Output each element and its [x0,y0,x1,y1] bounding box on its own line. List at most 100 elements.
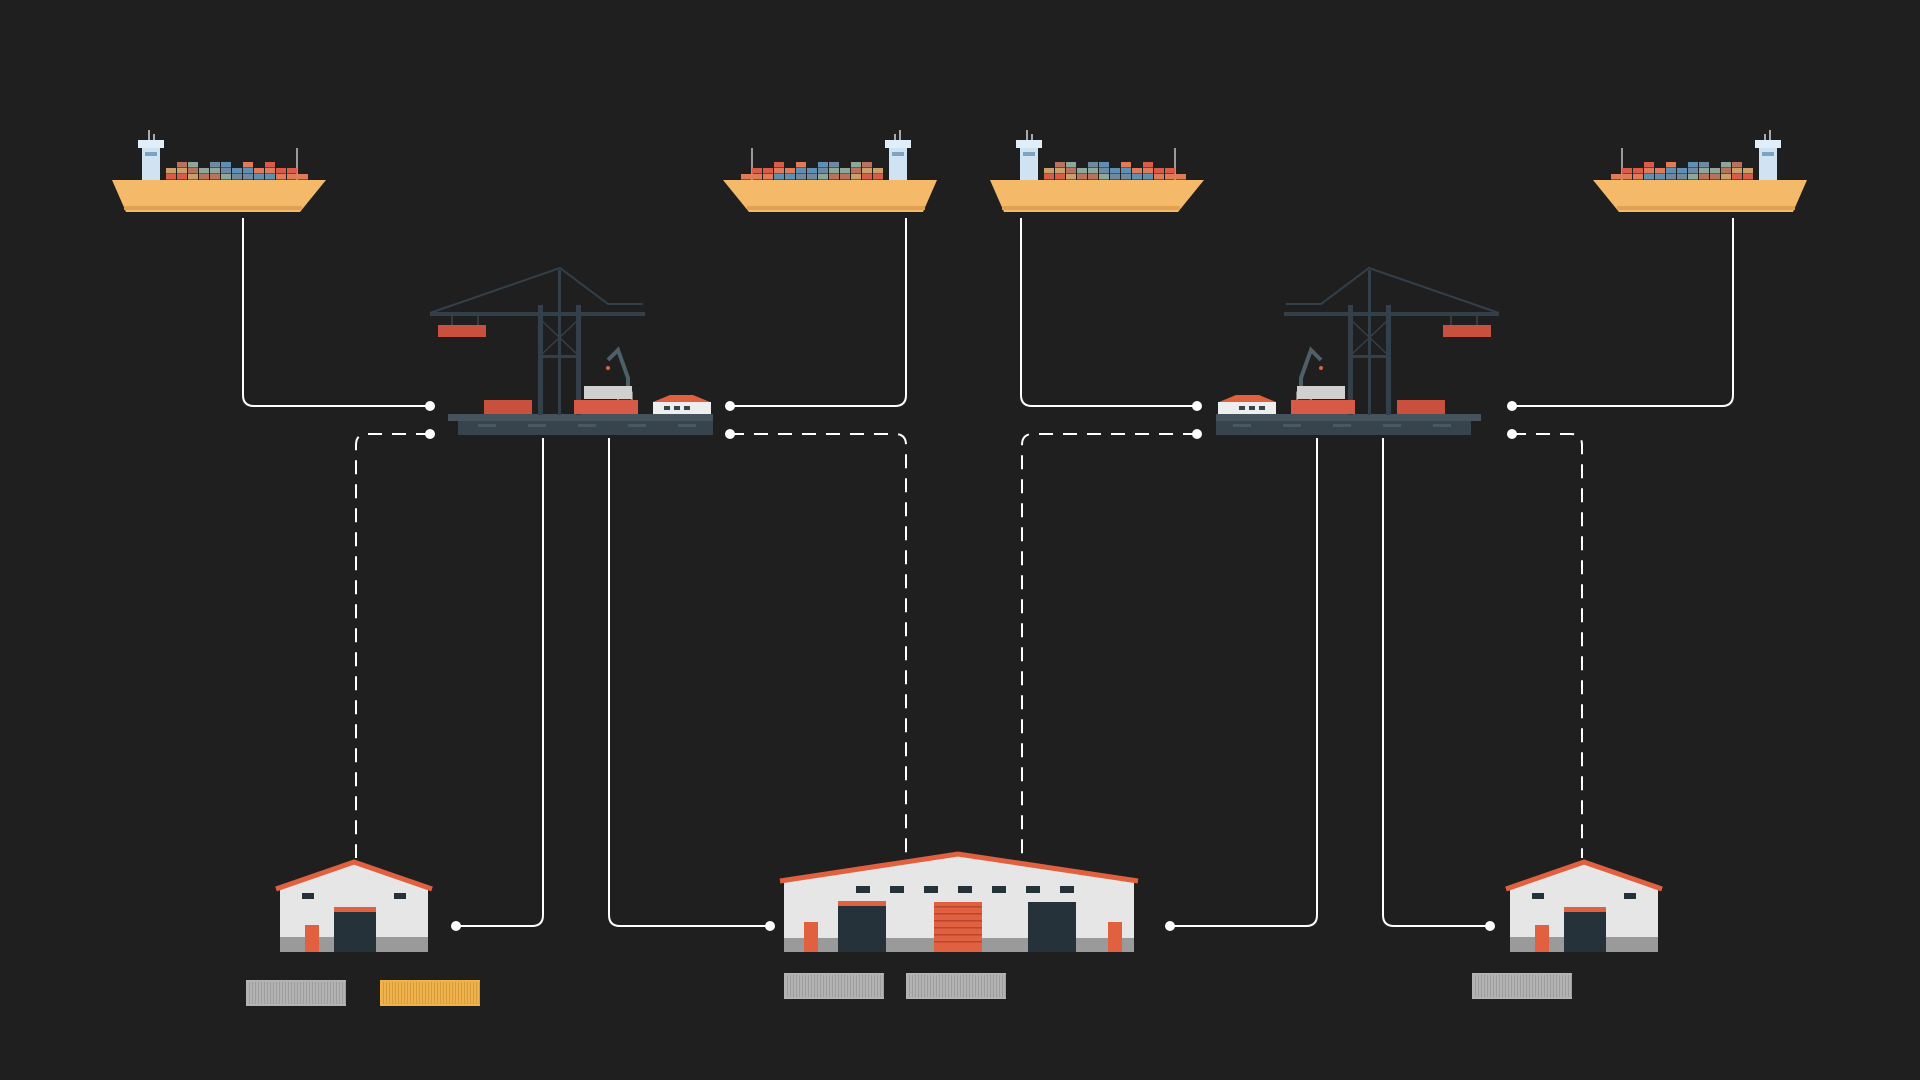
port-terminal-icon [1216,266,1500,435]
shipping-container-icon [232,174,242,180]
route-dashed-port2-warehouse2 [1021,433,1197,858]
shipping-container-icon [829,162,839,168]
connector-dots [425,401,1517,931]
shipping-container-icon [906,973,1006,999]
connector-dot [1485,921,1495,931]
shipping-container-icon [1099,174,1109,180]
shipping-container-icon [1165,174,1175,180]
shipping-container-icon [243,168,253,174]
containers [246,973,1572,1006]
shipping-container-icon [1622,168,1632,174]
port-terminal-icon [429,266,713,435]
shipping-container-icon [1121,174,1131,180]
shipping-container-icon [177,162,187,168]
shipping-container-icon [1044,168,1054,174]
shipping-container-icon [796,174,806,180]
connector-dot [425,429,435,439]
shipping-container-icon [1622,174,1632,180]
connector-dot [765,921,775,931]
connector-dot [425,401,435,411]
gantry-crane-icon [1284,266,1500,415]
warehouse-icon [275,859,433,952]
shipping-container-icon [188,174,198,180]
shipping-container-icon [1088,174,1098,180]
shipping-container-icon [752,174,762,180]
shipping-container-icon [265,168,275,174]
shipping-container-icon [177,168,187,174]
shipping-container-icon [752,168,762,174]
shipping-container-icon [818,174,828,180]
shipping-container-icon [785,174,795,180]
shipping-container-icon [1633,174,1643,180]
shipping-container-icon [785,168,795,174]
shipping-container-icon [873,174,883,180]
shipping-container-icon [1644,162,1654,168]
warehouses [275,851,1663,952]
shipping-container-icon [1121,168,1131,174]
shipping-container-icon [1397,400,1445,414]
shipping-container-icon [818,168,828,174]
shipping-container-icon [1055,174,1065,180]
shipping-container-icon [851,168,861,174]
shipping-container-icon [1143,162,1153,168]
shipping-container-icon [784,973,884,999]
shipping-container-icon [1055,162,1065,168]
route-dashed-port1-warehouse2 [730,433,907,858]
shipping-container-icon [1677,168,1687,174]
shipping-container-icon [1699,168,1709,174]
shipping-container-icon [774,174,784,180]
shipping-container-icon [243,174,253,180]
shipping-container-icon [380,980,480,1006]
shipping-container-icon [254,168,264,174]
shipping-container-icon [232,168,242,174]
shipping-container-icon [1655,168,1665,174]
shipping-container-icon [1699,174,1709,180]
shipping-container-icon [199,174,209,180]
shipping-container-icon [840,174,850,180]
shipping-container-icon [221,174,231,180]
shipping-container-icon [210,168,220,174]
route-ship4-to-port2 [1512,218,1734,407]
connector-dot [1507,429,1517,439]
shipping-container-icon [818,162,828,168]
shipping-container-icon [807,168,817,174]
ships [112,130,1807,212]
shipping-container-icon [1633,168,1643,174]
route-dashed-port2-warehouse3 [1512,433,1583,858]
route-port2-to-warehouse3 [1382,438,1490,927]
connector-dot [725,401,735,411]
shipping-container-icon [1121,162,1131,168]
shipping-container-icon [210,162,220,168]
shipping-container-icon [774,162,784,168]
shipping-container-icon [1110,168,1120,174]
shipping-container-icon [1699,162,1709,168]
shipping-container-icon [1688,168,1698,174]
shipping-container-icon [1066,168,1076,174]
shipping-container-icon [574,400,638,414]
warehouse-icon [779,851,1139,952]
shipping-container-icon [851,174,861,180]
shipping-container-icon [1443,325,1491,337]
shipping-container-icon [438,325,486,337]
shipping-container-icon [1655,174,1665,180]
shipping-container-icon [1044,174,1054,180]
route-port1-to-warehouse2 [608,438,770,927]
shipping-container-icon [298,174,308,180]
shipping-container-icon [287,168,297,174]
shipping-container-icon [796,168,806,174]
shipping-container-icon [1677,174,1687,180]
shipping-container-icon [166,174,176,180]
shipping-container-icon [188,162,198,168]
shipping-container-icon [1721,174,1731,180]
shipping-container-icon [840,168,850,174]
shipping-container-icon [1743,174,1753,180]
shipping-container-icon [199,168,209,174]
shipping-container-icon [1088,168,1098,174]
shipping-container-icon [1099,168,1109,174]
warehouse-icon [1505,859,1663,952]
shipping-container-icon [287,174,297,180]
shipping-container-icon [1088,162,1098,168]
shipping-container-icon [1066,174,1076,180]
connector-dot [451,921,461,931]
